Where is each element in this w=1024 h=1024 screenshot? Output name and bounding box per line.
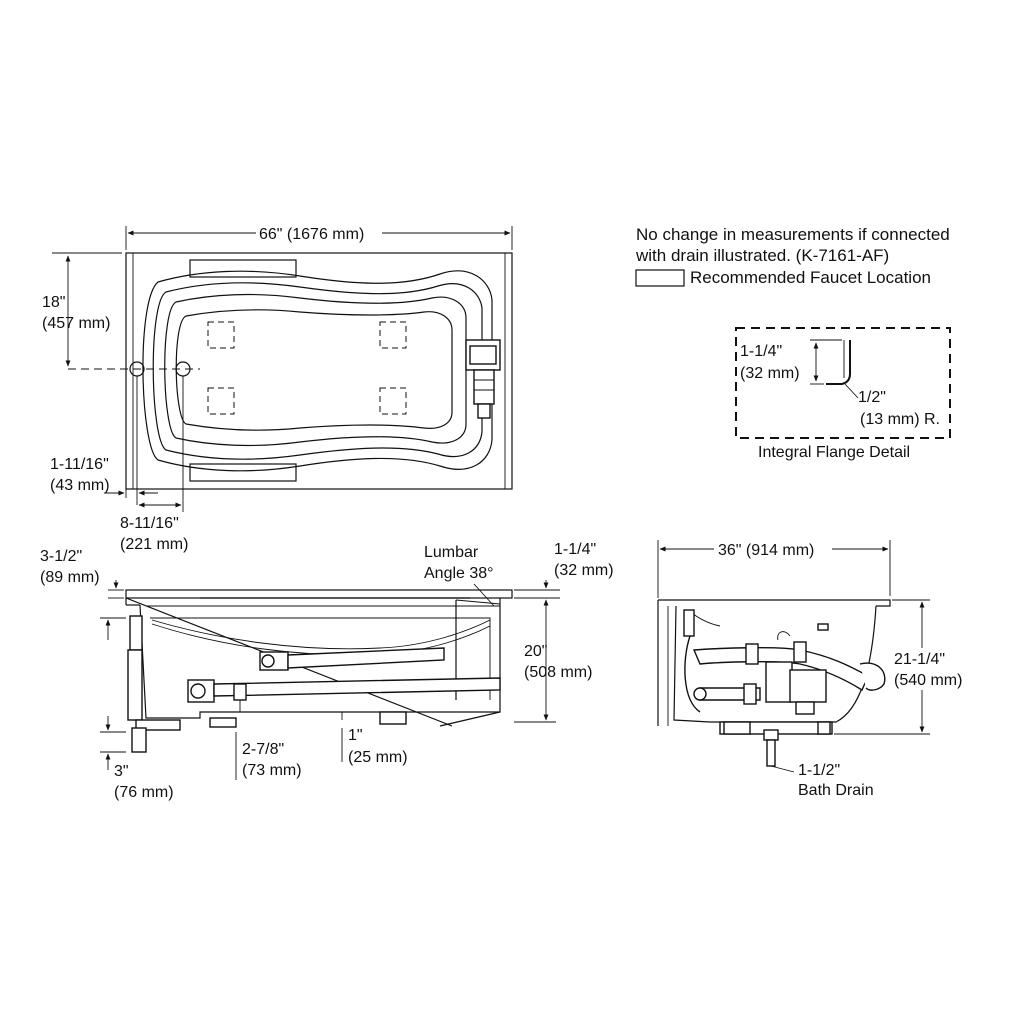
- plan-depth-in: 18": [42, 294, 65, 311]
- end-height-in: 21-1/4": [894, 651, 945, 668]
- jet-marker-3: [207, 387, 235, 415]
- drain-height-mm: (76 mm): [114, 784, 174, 801]
- plan-depth-mm: (457 mm): [42, 315, 110, 332]
- jet-marker-2: [379, 321, 407, 349]
- side-pipes: [187, 647, 501, 712]
- side-drain: [127, 615, 181, 753]
- base-height-mm: (73 mm): [242, 762, 302, 779]
- faucet-location-bottom: [189, 463, 297, 482]
- drain-height-in: 3": [114, 763, 129, 780]
- side-flange-mm: (32 mm): [554, 562, 614, 579]
- detail-height-mm: (32 mm): [740, 365, 800, 382]
- detail-radius-in: 1/2": [858, 389, 886, 406]
- lumbar-label-2: Angle 38°: [424, 565, 494, 582]
- base-height-in: 2-7/8": [242, 741, 284, 758]
- offset-a-mm: (43 mm): [50, 477, 110, 494]
- detail-height-in: 1-1/4": [740, 343, 782, 360]
- jet-marker-1: [207, 321, 235, 349]
- plan-view: 66" (1676 mm): [42, 226, 513, 553]
- faucet-location-top: [189, 259, 297, 278]
- offset-b-mm: (221 mm): [120, 536, 188, 553]
- jet-marker-4: [379, 387, 407, 415]
- end-width-label: 36" (914 mm): [718, 542, 814, 559]
- flange-detail: 1-1/4" (32 mm) 1/2" (13 mm) R. Integral …: [735, 327, 951, 461]
- flange-detail-title: Integral Flange Detail: [758, 444, 910, 461]
- end-elevation: 36" (914 mm) 1-: [657, 540, 962, 799]
- offset-a-in: 1-11/16": [50, 456, 109, 473]
- note-line-1: No change in measurements if connected: [636, 225, 950, 244]
- side-elevation: 3-1/2" (89 mm): [40, 541, 614, 801]
- lumbar-label-1: Lumbar: [424, 544, 479, 561]
- note-line-2: with drain illustrated. (K-7161-AF): [635, 246, 889, 265]
- bath-drain-size: 1-1/2": [798, 762, 840, 779]
- end-height-mm: (540 mm): [894, 672, 962, 689]
- bath-drain-label: Bath Drain: [798, 782, 874, 799]
- legend-swatch: [635, 269, 685, 287]
- end-pump: [683, 609, 886, 715]
- foot-height-in: 1": [348, 727, 363, 744]
- pump-plan: [465, 339, 501, 419]
- rim-height-mm: (89 mm): [40, 569, 100, 586]
- rim-height-in: 3-1/2": [40, 548, 82, 565]
- detail-radius-mm: (13 mm) R.: [860, 411, 940, 428]
- side-height-in: 20": [524, 643, 547, 660]
- side-flange-in: 1-1/4": [554, 541, 596, 558]
- notes: No change in measurements if connected w…: [635, 225, 950, 287]
- side-height-mm: (508 mm): [524, 664, 592, 681]
- legend-label: Recommended Faucet Location: [690, 268, 931, 287]
- foot-height-mm: (25 mm): [348, 749, 408, 766]
- offset-b-in: 8-11/16": [120, 515, 179, 532]
- plan-width-label: 66" (1676 mm): [259, 226, 364, 243]
